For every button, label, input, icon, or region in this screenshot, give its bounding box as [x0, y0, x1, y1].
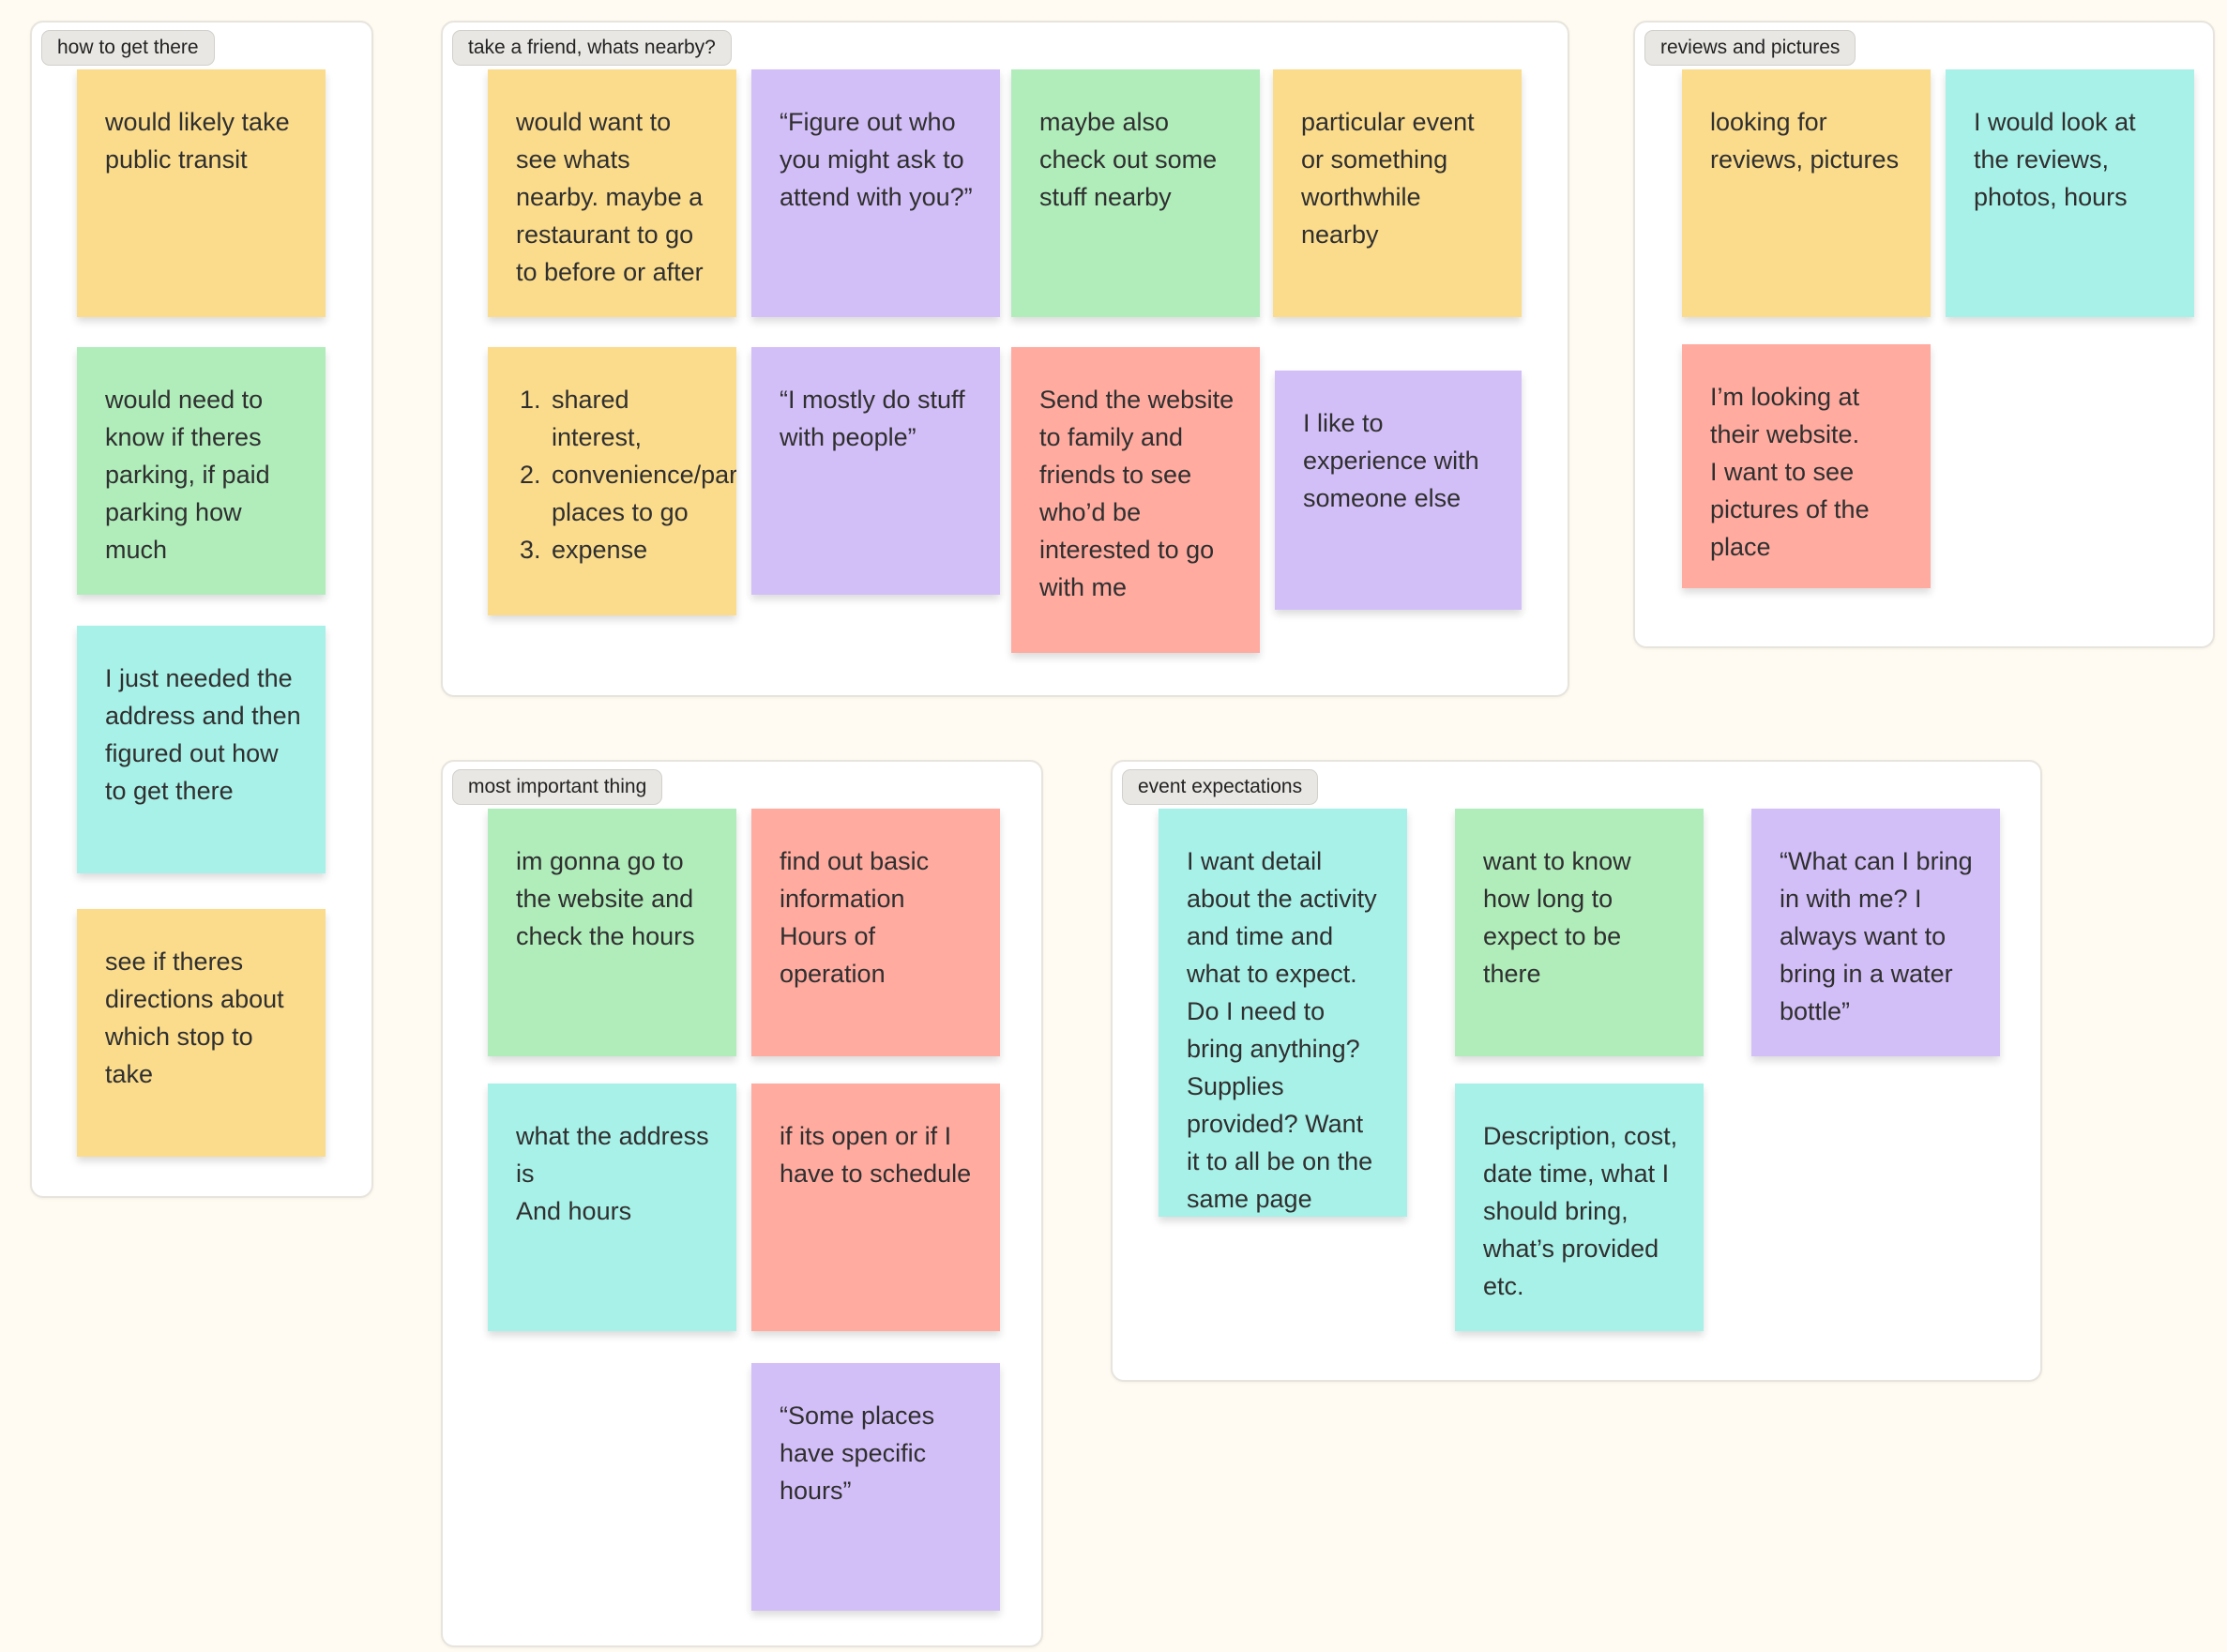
sticky-note[interactable]: im gonna go to the website and check the… [488, 809, 736, 1056]
sticky-note[interactable]: maybe also check out some stuff nearby [1011, 69, 1260, 317]
sticky-note[interactable]: “Some places have specific hours” [751, 1363, 1000, 1611]
section-label[interactable]: how to get there [41, 30, 215, 66]
note-list-item: expense [548, 531, 714, 568]
note-text: Description, cost, date time, what I sho… [1483, 1122, 1685, 1300]
sticky-note[interactable]: want to know how long to expect to be th… [1455, 809, 1704, 1056]
note-text: Send the website to family and friends t… [1039, 386, 1241, 601]
note-text: I would look at the reviews, photos, hou… [1974, 108, 2144, 211]
note-text: I’m looking at their website. I want to … [1710, 383, 1870, 561]
note-text: “Figure out who you might ask to attend … [780, 108, 973, 211]
sticky-note[interactable]: Send the website to family and friends t… [1011, 347, 1260, 653]
note-text: want to know how long to expect to be th… [1483, 847, 1639, 988]
sticky-note[interactable]: what the address is And hours [488, 1084, 736, 1331]
note-text: “Some places have specific hours” [780, 1402, 942, 1505]
sticky-note[interactable]: I would look at the reviews, photos, hou… [1946, 69, 2194, 317]
note-text: im gonna go to the website and check the… [516, 847, 701, 950]
sticky-note[interactable]: find out basic information Hours of oper… [751, 809, 1000, 1056]
sticky-note[interactable]: would need to know if theres parking, if… [77, 347, 326, 595]
sticky-note[interactable]: I like to experience with someone else [1275, 371, 1522, 610]
section-most-important-thing: most important thing im gonna go to the w… [441, 760, 1043, 1647]
sticky-note[interactable]: “What can I bring in with me? I always w… [1751, 809, 2000, 1056]
note-text: would want to see whats nearby. maybe a … [516, 108, 710, 286]
section-label[interactable]: most important thing [452, 769, 663, 805]
section-take-a-friend-whats-nearby: take a friend, whats nearby? would want t… [441, 21, 1569, 697]
section-label[interactable]: take a friend, whats nearby? [452, 30, 732, 66]
note-list-item: shared interest, [548, 381, 714, 456]
note-text: I like to experience with someone else [1303, 409, 1487, 512]
note-text: see if theres directions about which sto… [105, 947, 292, 1088]
note-text: if its open or if I have to schedule [780, 1122, 972, 1188]
sticky-note[interactable]: “Figure out who you might ask to attend … [751, 69, 1000, 317]
sticky-note[interactable]: particular event or something worthwhile… [1273, 69, 1522, 317]
note-text-list: shared interest,convenience/parking/othe… [488, 347, 736, 587]
note-text: maybe also check out some stuff nearby [1039, 108, 1224, 211]
section-event-expectations: event expectations I want detail about th… [1111, 760, 2042, 1382]
note-text: what the address is And hours [516, 1122, 709, 1225]
sticky-note[interactable]: if its open or if I have to schedule [751, 1084, 1000, 1331]
note-text: looking for reviews, pictures [1710, 108, 1900, 174]
section-label[interactable]: reviews and pictures [1644, 30, 1856, 66]
note-text: would need to know if theres parking, if… [105, 386, 278, 564]
sticky-note[interactable]: I just needed the address and then figur… [77, 626, 326, 873]
note-text: I want detail about the activity and tim… [1187, 847, 1385, 1213]
sticky-note[interactable]: would want to see whats nearby. maybe a … [488, 69, 736, 317]
sticky-note[interactable]: would likely take public transit [77, 69, 326, 317]
section-how-to-get-there: how to get there would likely take public… [30, 21, 373, 1198]
sticky-note[interactable]: I want detail about the activity and tim… [1159, 809, 1407, 1217]
note-text: “What can I bring in with me? I always w… [1780, 847, 1980, 1025]
note-text: find out basic information Hours of oper… [780, 847, 930, 988]
sticky-note[interactable]: Description, cost, date time, what I sho… [1455, 1084, 1704, 1331]
sticky-note[interactable]: see if theres directions about which sto… [77, 909, 326, 1157]
note-text: would likely take public transit [105, 108, 297, 174]
sticky-note[interactable]: shared interest,convenience/parking/othe… [488, 347, 736, 615]
sticky-note[interactable]: I’m looking at their website. I want to … [1682, 344, 1931, 588]
note-text: I just needed the address and then figur… [105, 664, 309, 805]
note-text: particular event or something worthwhile… [1301, 108, 1482, 249]
sticky-note[interactable]: looking for reviews, pictures [1682, 69, 1931, 317]
section-reviews-and-pictures: reviews and pictures looking for reviews,… [1633, 21, 2215, 648]
note-text: “I mostly do stuff with people” [780, 386, 973, 451]
note-list-item: convenience/parking/other places to go [548, 456, 736, 531]
sticky-note[interactable]: “I mostly do stuff with people” [751, 347, 1000, 595]
section-label[interactable]: event expectations [1122, 769, 1319, 805]
